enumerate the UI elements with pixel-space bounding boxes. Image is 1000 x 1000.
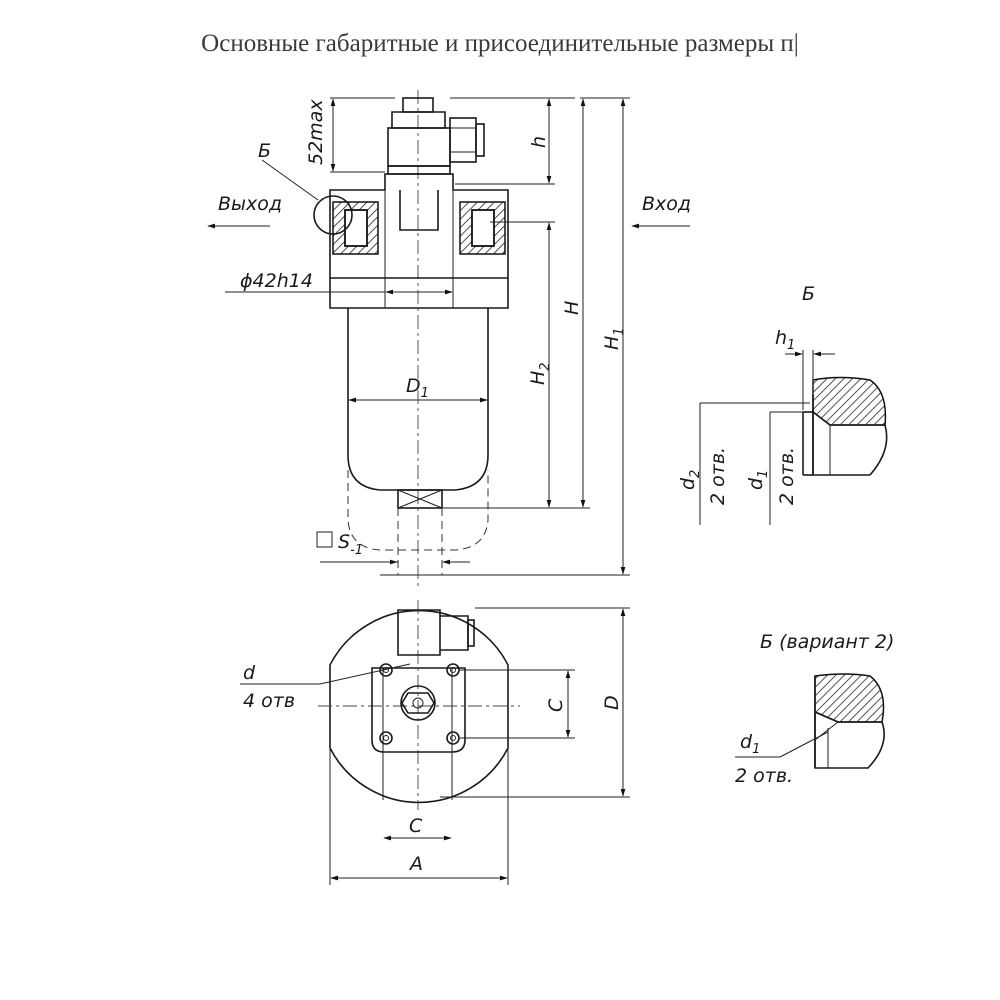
detail-b-variant-2 bbox=[735, 673, 885, 769]
dim-d1-label: D1 bbox=[406, 375, 429, 401]
detail-v2-d1-label: d1 bbox=[740, 731, 760, 757]
housing-head bbox=[313, 173, 509, 309]
detail-b-callout-label: Б bbox=[258, 140, 271, 162]
detail-d1-label: d1 bbox=[745, 470, 771, 490]
detail-d1-holes-label: 2 отв. bbox=[776, 447, 798, 505]
detail-b bbox=[699, 350, 888, 525]
square-symbol bbox=[316, 531, 333, 548]
dim-s-label: S-1 bbox=[338, 531, 363, 558]
top-d-label: d bbox=[243, 662, 256, 684]
top-d-big-label: D bbox=[601, 695, 623, 710]
front-view: 52max h H H2 H1 Б Выход Вход ϕ42h14 D1 S… bbox=[207, 90, 691, 590]
top-c-bottom-label: C bbox=[409, 815, 423, 837]
detail-b-v2-title: Б (вариант 2) bbox=[760, 631, 894, 653]
detail-b-callout-circle bbox=[313, 195, 353, 235]
top-fitting bbox=[387, 97, 485, 175]
dim-h2-label: H2 bbox=[527, 362, 553, 385]
detail-b-title: Б bbox=[802, 283, 815, 305]
top-d-holes-label: 4 отв bbox=[243, 690, 295, 712]
dim-h-label: h bbox=[528, 136, 550, 148]
detail-v2-d1-holes-label: 2 отв. bbox=[735, 765, 793, 787]
inlet-label: Вход bbox=[642, 193, 691, 215]
dim-big-h-label: H bbox=[561, 301, 583, 315]
dim-52max-label: 52max bbox=[305, 99, 327, 165]
top-c-right-label: C bbox=[545, 698, 567, 712]
top-a-label: A bbox=[408, 853, 423, 875]
dim-phi42-label: ϕ42h14 bbox=[240, 270, 313, 292]
detail-h1-label: h1 bbox=[775, 327, 795, 353]
drawing-title: Основные габаритные и присоединительные … bbox=[201, 30, 799, 57]
outlet-label: Выход bbox=[218, 193, 282, 215]
dim-h1-label: H1 bbox=[601, 327, 627, 350]
detail-d2-holes-label: 2 отв. bbox=[707, 447, 729, 505]
detail-d2-label: d2 bbox=[677, 470, 703, 490]
top-view bbox=[240, 600, 630, 885]
front-dimensions bbox=[207, 97, 690, 576]
